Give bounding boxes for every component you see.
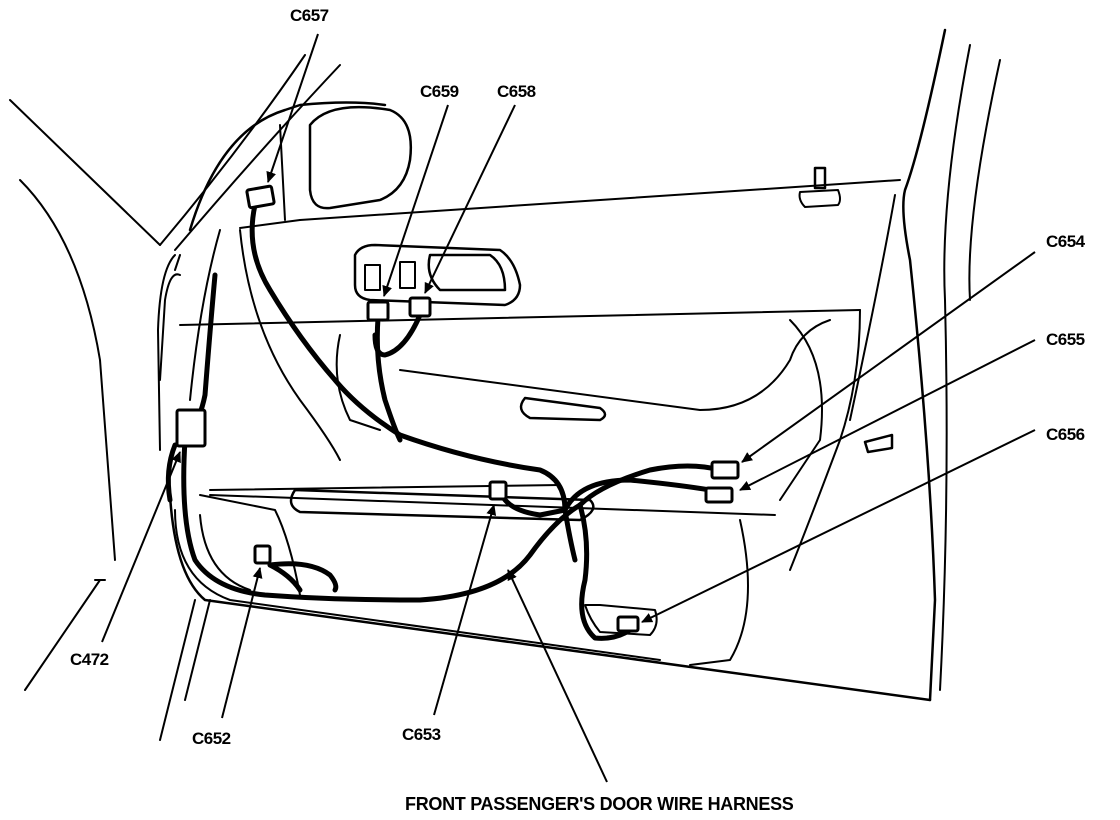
leader-c657 [266, 33, 319, 183]
connector-c655 [704, 486, 734, 504]
label-c658: C658 [497, 82, 536, 101]
label-c654: C654 [1046, 232, 1086, 251]
connector-c658 [408, 296, 432, 318]
connector-c656 [616, 615, 640, 633]
connector-c657 [245, 184, 276, 210]
leader-c654 [741, 251, 1036, 463]
leader-c652 [221, 567, 263, 719]
connector-c472 [175, 408, 207, 448]
label-c472: C472 [70, 650, 109, 669]
label-c652: C652 [192, 729, 231, 748]
leader-c472 [101, 451, 181, 643]
label-c657: C657 [290, 6, 329, 25]
connector-c654 [710, 460, 740, 480]
leader-c656 [641, 429, 1036, 623]
leader-c658 [424, 104, 516, 294]
door-outline [157, 28, 1001, 741]
connector-c659 [366, 300, 390, 322]
leader-lines [101, 33, 1036, 783]
connector-c653 [488, 480, 508, 501]
leader-harness [507, 569, 608, 783]
leader-c659 [382, 104, 449, 297]
body-outline [9, 54, 341, 691]
wire-harness [165, 202, 723, 641]
diagram-caption: FRONT PASSENGER'S DOOR WIRE HARNESS [405, 794, 794, 814]
leader-c655 [739, 339, 1036, 491]
connectors [175, 184, 740, 633]
leader-c653 [433, 504, 497, 716]
label-c655: C655 [1046, 330, 1085, 349]
label-c659: C659 [420, 82, 459, 101]
connector-labels: C657 C659 C658 C654 C655 C656 C472 C652 … [70, 6, 1086, 748]
connector-c652 [253, 544, 272, 565]
label-c653: C653 [402, 725, 441, 744]
label-c656: C656 [1046, 425, 1085, 444]
